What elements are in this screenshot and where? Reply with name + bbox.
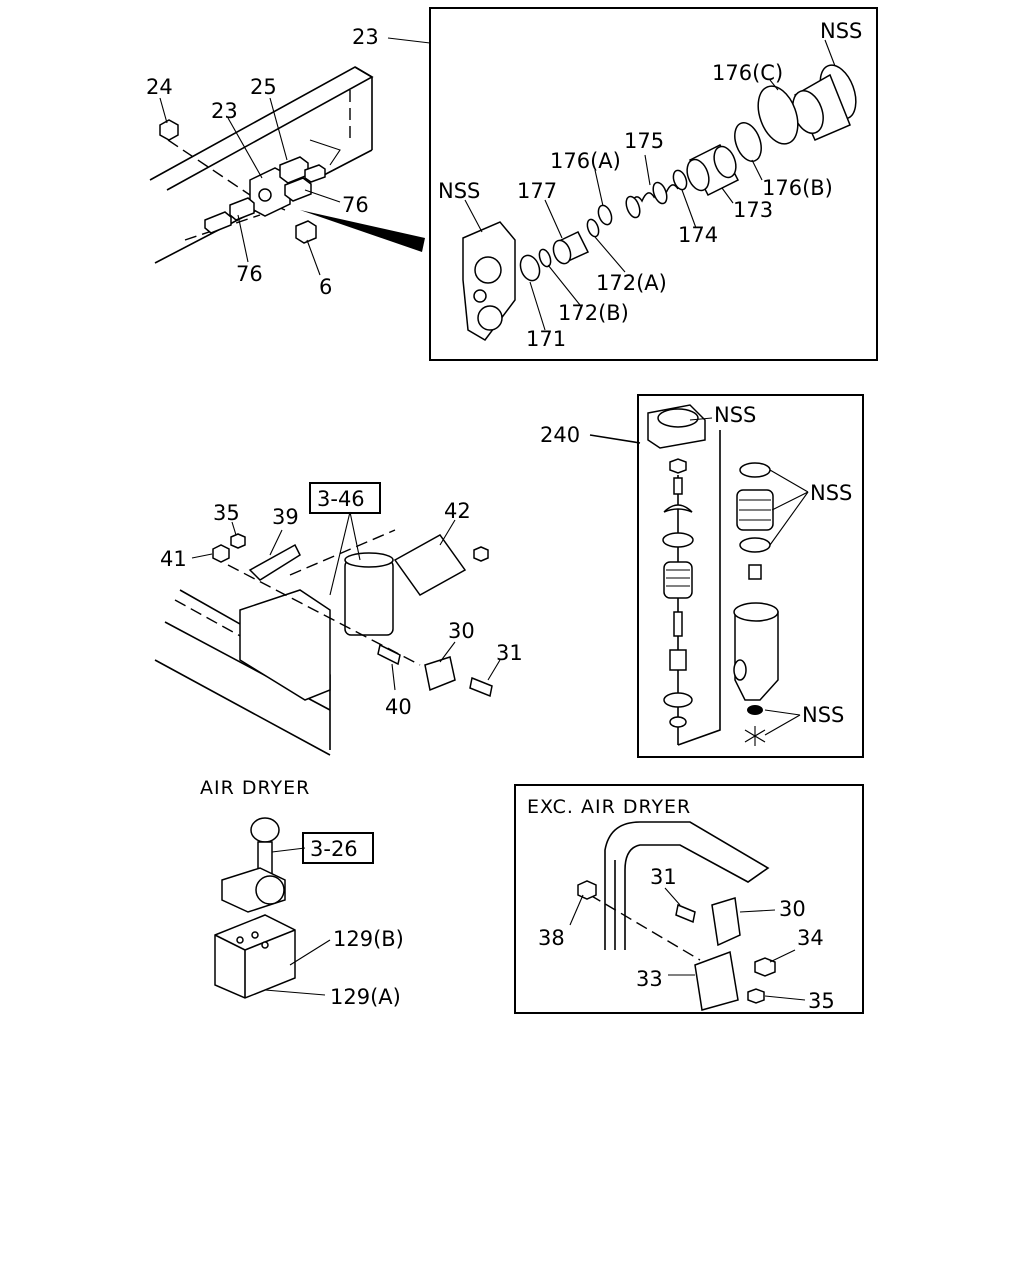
callout-172b: 172(B) (558, 301, 629, 325)
callout-240: 240 (540, 423, 580, 447)
exc-callout-34: 34 (797, 926, 824, 950)
label-nss-240-mid: NSS (810, 481, 852, 505)
callout-31: 31 (496, 641, 523, 665)
callout-6: 6 (319, 275, 332, 299)
callout-23-outer: 23 (352, 25, 379, 49)
top-frame-assembly (149, 37, 431, 276)
callout-175: 175 (624, 129, 664, 153)
ref-box-3-26 (302, 832, 374, 864)
label-nss-top: NSS (820, 19, 862, 43)
callout-41: 41 (160, 547, 187, 571)
label-nss-left: NSS (438, 179, 480, 203)
callout-172a: 172(A) (596, 271, 667, 295)
callout-173: 173 (733, 198, 773, 222)
callout-25: 25 (250, 75, 277, 99)
middle-frame-assembly (154, 511, 501, 756)
callout-176c: 176(C) (712, 61, 783, 85)
detail-box-valve (429, 7, 878, 361)
callout-176b: 176(B) (762, 176, 833, 200)
callout-42: 42 (444, 499, 471, 523)
detail-240-parts (589, 404, 809, 746)
air-dryer-title: AIR DRYER (200, 777, 310, 799)
air-dryer-parts (214, 817, 331, 999)
callout-23: 23 (211, 99, 238, 123)
exc-air-dryer-title: EXC. AIR DRYER (527, 796, 691, 818)
exc-air-dryer-parts (569, 821, 806, 1011)
exc-callout-30: 30 (779, 897, 806, 921)
detail-box-exc-air-dryer (514, 784, 864, 1014)
callout-129b: 129(B) (333, 927, 404, 951)
callout-39: 39 (272, 505, 299, 529)
ref-3-26: 3-26 (310, 837, 358, 861)
callout-30: 30 (448, 619, 475, 643)
exc-callout-35: 35 (808, 989, 835, 1013)
detail-box-240 (637, 394, 864, 758)
exc-callout-31: 31 (650, 865, 677, 889)
callout-35: 35 (213, 501, 240, 525)
callout-76-left: 76 (236, 262, 263, 286)
callout-129a: 129(A) (330, 985, 401, 1009)
callout-24: 24 (146, 75, 173, 99)
callout-171: 171 (526, 327, 566, 351)
label-nss-240-bottom: NSS (802, 703, 844, 727)
ref-3-46: 3-46 (317, 487, 365, 511)
label-nss-240-top: NSS (714, 403, 756, 427)
callout-177: 177 (517, 179, 557, 203)
callout-174: 174 (678, 223, 718, 247)
valve-detail-parts (462, 39, 857, 341)
ref-box-3-46 (309, 482, 381, 514)
callout-176a: 176(A) (550, 149, 621, 173)
callout-40: 40 (385, 695, 412, 719)
callout-76-right: 76 (342, 193, 369, 217)
exc-callout-33: 33 (636, 967, 663, 991)
exc-callout-38: 38 (538, 926, 565, 950)
